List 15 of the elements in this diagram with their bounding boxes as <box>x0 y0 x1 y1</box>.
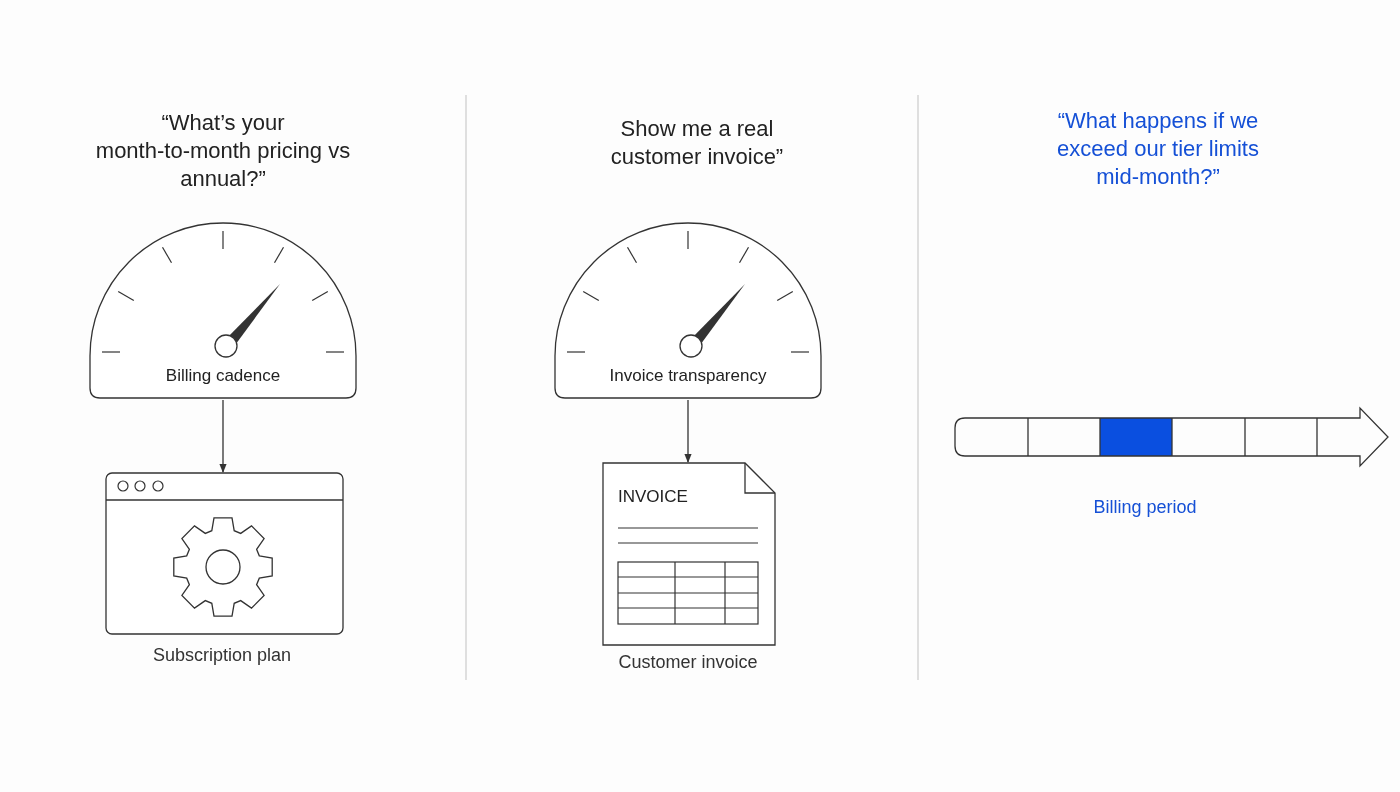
gauge-dial <box>553 220 823 400</box>
arrow <box>684 399 692 463</box>
quote-text: Show me a real customer invoice” <box>609 115 785 171</box>
arrow <box>219 399 227 473</box>
node-label: Customer invoice <box>617 652 759 673</box>
browser-window <box>105 472 344 635</box>
gauge-label: Invoice transparency <box>608 366 768 386</box>
quote-text: “What’s your month-to-month pricing vs annual?” <box>94 109 352 193</box>
invoice-document <box>602 462 776 646</box>
node-label: Subscription plan <box>151 645 293 666</box>
gauge-dial <box>88 220 358 400</box>
document-heading: INVOICE <box>618 487 688 507</box>
quote-text: “What happens if we exceed our tier limits mid-month?” <box>1056 107 1260 191</box>
axis-label: Billing period <box>1092 497 1198 518</box>
gauge-label: Billing cadence <box>164 366 282 386</box>
